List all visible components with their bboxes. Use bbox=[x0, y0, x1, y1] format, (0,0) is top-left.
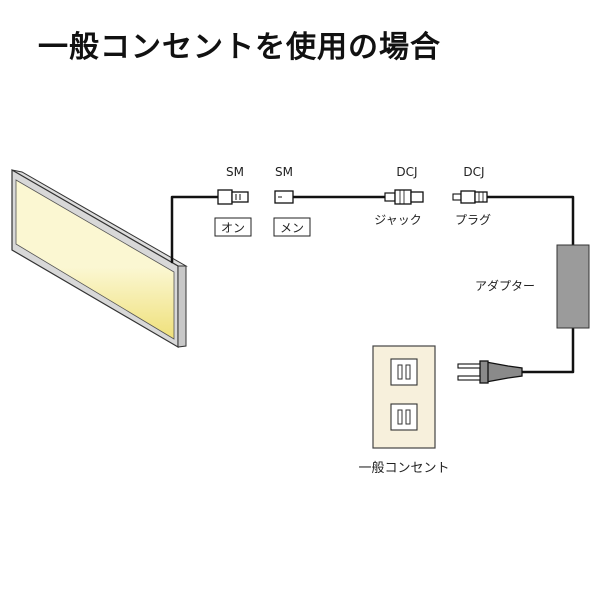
ac-plug bbox=[457, 360, 523, 384]
wall-outlet bbox=[372, 345, 436, 449]
sm-male-gender-label: オン bbox=[221, 221, 245, 235]
sm-female-gender-label: メン bbox=[280, 221, 304, 235]
adapter-label: アダプター bbox=[475, 278, 535, 293]
outlet-label: 一般コンセント bbox=[358, 460, 449, 476]
ac-adapter bbox=[556, 244, 590, 329]
cable-panel-to-sm bbox=[170, 195, 220, 264]
dc-plug-label: プラグ bbox=[455, 213, 491, 227]
outlet-socket-top bbox=[390, 358, 418, 386]
dc-jack-type-label: DCJ bbox=[396, 165, 417, 179]
cables bbox=[170, 195, 575, 374]
sm-male-type-label: SM bbox=[226, 165, 244, 179]
sm-female-gender-box: メン bbox=[273, 217, 311, 237]
led-panel bbox=[11, 168, 188, 349]
outlet-socket-bottom bbox=[390, 403, 418, 431]
panel-frame-side bbox=[177, 265, 187, 348]
sm-female-connector bbox=[274, 190, 294, 204]
dc-plug-connector bbox=[452, 190, 488, 204]
panel-face bbox=[15, 179, 175, 340]
page-title: 一般コンセントを使用の場合 bbox=[38, 30, 441, 65]
cable-adapter-to-plug bbox=[520, 325, 575, 374]
sm-female-type-label: SM bbox=[275, 165, 293, 179]
sm-male-connector bbox=[217, 189, 249, 205]
sm-male-gender-box: オン bbox=[214, 217, 252, 237]
dc-jack-label: ジャック bbox=[374, 213, 421, 227]
dc-plug-type-label: DCJ bbox=[463, 165, 484, 179]
cable-dcj-to-adapter bbox=[485, 195, 575, 249]
dc-jack-connector bbox=[384, 189, 424, 205]
